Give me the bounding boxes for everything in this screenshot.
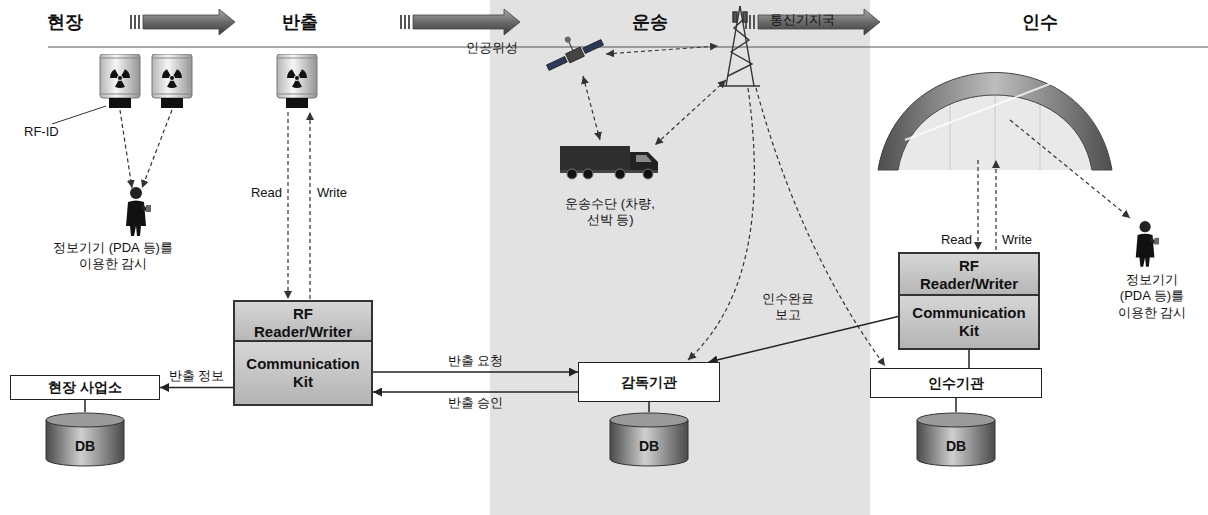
stage-arrow	[400, 9, 520, 35]
read-label: Read	[251, 185, 282, 201]
cylinder-top	[610, 413, 688, 427]
header-rule	[48, 47, 1208, 48]
read-label: Read	[941, 232, 972, 248]
leader-line	[52, 106, 106, 124]
stage-arrow	[745, 9, 880, 35]
dashed-arrow	[606, 46, 718, 54]
write-arrow	[309, 112, 310, 299]
vehicle-label: 운송수단 (차량, 선박 등)	[560, 196, 660, 229]
edge-label: 인수완료 보고	[762, 291, 814, 324]
connector	[968, 350, 970, 368]
node-text: DB	[639, 438, 659, 455]
communication-kit-box: Communication Kit	[233, 340, 373, 406]
tag-label: RF-ID	[24, 124, 59, 140]
read-arrow	[977, 160, 978, 250]
waste-drum	[100, 54, 140, 108]
dashed-arrow	[120, 110, 132, 188]
edge-label: 반출 승인	[448, 395, 504, 411]
node-text: DB	[946, 438, 966, 455]
person-icon	[1136, 221, 1159, 267]
communication-kit-box: Communication Kit	[898, 294, 1040, 350]
stage-title: 인수	[1022, 11, 1058, 34]
rf-reader-writer-box: RF Reader/Writer	[898, 252, 1040, 298]
read-arrow	[287, 112, 288, 299]
connector	[709, 316, 898, 362]
tower-label: 통신기지국	[770, 12, 835, 28]
connector	[648, 402, 650, 412]
stage-arrow	[130, 9, 235, 35]
person-icon	[126, 187, 151, 236]
stage-title: 운송	[632, 11, 668, 34]
node-text: 현장 사업소	[48, 379, 122, 396]
node-text: DB	[75, 438, 95, 455]
write-label: Write	[1002, 232, 1032, 248]
node-text: 감독기관	[621, 374, 677, 391]
connector	[955, 398, 957, 412]
dashed-arrow	[583, 76, 600, 140]
node-text: RF Reader/Writer	[908, 257, 1030, 293]
node-text: Communication Kit	[908, 304, 1030, 340]
stage-title: 현장	[47, 11, 83, 34]
monitor-label: 정보기기 (PDA 등)를 이용한 감시	[46, 240, 181, 273]
satellite-label: 인공위성	[466, 40, 518, 56]
transport-band	[490, 0, 870, 515]
database-cylinder: DB	[916, 412, 996, 467]
satellite	[539, 24, 604, 72]
dashed-arrow	[688, 88, 754, 360]
truck	[560, 146, 658, 179]
waste-drum	[152, 54, 192, 108]
edge-label: 반출 요청	[448, 353, 504, 369]
database-cylinder: DB	[45, 412, 125, 467]
write-arrow	[995, 160, 996, 250]
antenna-tower	[720, 6, 760, 86]
connector	[160, 387, 233, 389]
cylinder-top	[46, 413, 124, 427]
regulator-box: 감독기관	[578, 362, 720, 402]
monitor-label: 정보기기 (PDA 등)를 이용한 감시	[1110, 272, 1194, 321]
connector	[373, 371, 578, 373]
waste-drum	[277, 54, 317, 108]
edge-label: 반출 정보	[169, 368, 225, 384]
dashed-arrow	[655, 80, 726, 145]
node-text: 인수기관	[928, 375, 984, 392]
site-office-box: 현장 사업소	[10, 375, 160, 400]
storage-dome	[878, 73, 1112, 171]
cylinder-top	[917, 413, 995, 427]
stage-title: 반출	[282, 11, 318, 34]
connector	[84, 400, 86, 412]
dashed-arrow	[1010, 120, 1130, 218]
write-label: Write	[317, 185, 347, 201]
database-cylinder: DB	[609, 412, 689, 467]
dashed-arrow	[142, 110, 172, 188]
node-text: Communication Kit	[243, 355, 363, 391]
node-text: RF Reader/Writer	[243, 305, 363, 341]
connector	[373, 391, 578, 393]
receiver-box: 인수기관	[870, 368, 1042, 398]
